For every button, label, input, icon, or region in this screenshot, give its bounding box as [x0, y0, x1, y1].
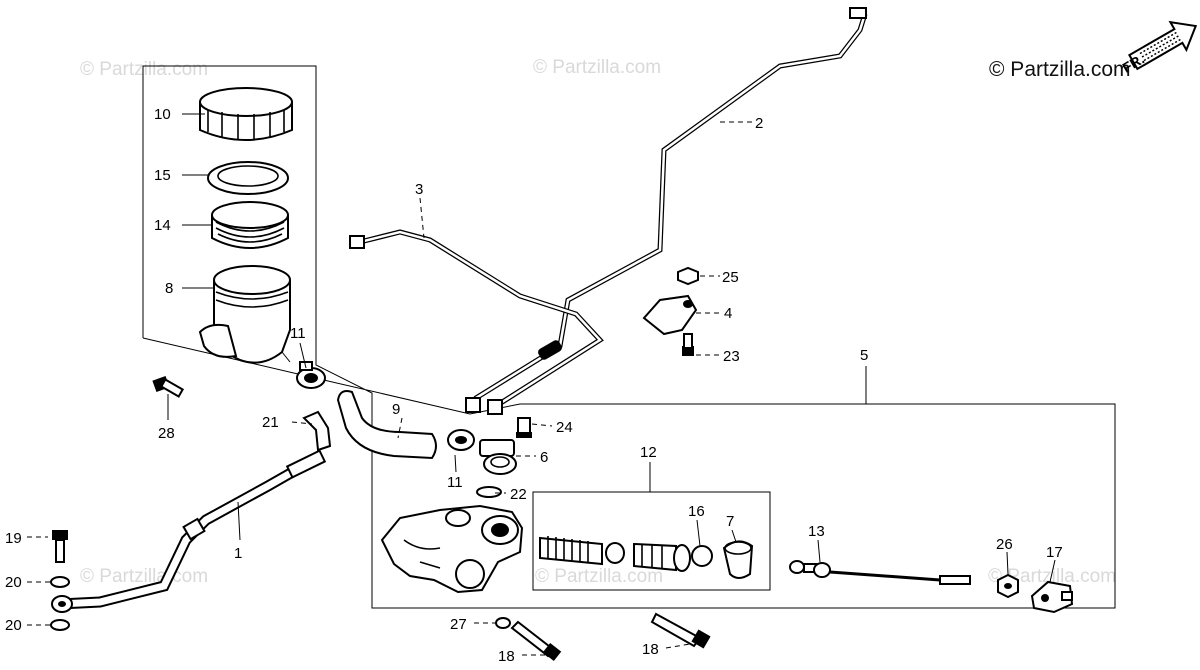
part-label-18-left[interactable]: 18: [498, 648, 515, 665]
part-label-19[interactable]: 19: [5, 530, 22, 547]
bleeder-screw: [516, 417, 532, 438]
part-label-3[interactable]: 3: [415, 181, 423, 198]
o-ring: [476, 486, 502, 498]
part-label-1[interactable]: 1: [234, 545, 242, 562]
hose-clamp-upper: [296, 361, 326, 389]
push-rod-joint: [1030, 580, 1074, 614]
pipe-fitting: [349, 235, 365, 249]
pipe-fitting: [487, 399, 503, 415]
part-label-8[interactable]: 8: [165, 280, 173, 297]
part-label-18-right[interactable]: 18: [642, 641, 659, 658]
part-label-2[interactable]: 2: [755, 115, 763, 132]
master-cylinder-body: [380, 504, 524, 594]
diaphragm-plate: [207, 161, 289, 195]
front-direction-arrow: FR.: [1119, 20, 1198, 76]
watermark: © Partzilla.com: [80, 59, 208, 80]
part-label-7[interactable]: 7: [726, 513, 734, 530]
piston-kit-box: [532, 491, 771, 591]
pipe-fitting: [849, 7, 867, 19]
reservoir: [198, 265, 291, 364]
part-label-23[interactable]: 23: [723, 348, 740, 365]
leader-lines: [27, 113, 1056, 656]
part-label-26[interactable]: 26: [996, 536, 1013, 553]
part-label-11-upper[interactable]: 11: [290, 325, 306, 342]
mounting-bolt: [152, 375, 185, 398]
bolt-left: [510, 620, 562, 662]
sealing-washer-upper: [50, 576, 70, 588]
part-label-15[interactable]: 15: [154, 167, 171, 184]
pipe-grommet: [538, 340, 562, 360]
lock-nut: [997, 573, 1019, 599]
clamp-nut: [677, 266, 699, 286]
watermark: © Partzilla.com: [988, 566, 1116, 587]
part-label-20-lower[interactable]: 20: [5, 617, 22, 634]
reservoir-group-outline: [142, 65, 1116, 609]
part-label-9[interactable]: 9: [392, 401, 400, 418]
part-label-27[interactable]: 27: [450, 616, 467, 633]
pipe-fitting: [465, 397, 481, 413]
bolt-right: [650, 612, 711, 649]
part-label-13[interactable]: 13: [808, 523, 825, 540]
hose-joint: [479, 439, 517, 475]
hose-clamp-lower: [447, 429, 475, 451]
piston-boot: [722, 540, 754, 579]
watermark: © Partzilla.com: [535, 566, 663, 587]
part-label-4[interactable]: 4: [724, 305, 732, 322]
part-label-10[interactable]: 10: [154, 106, 171, 123]
diaphragm: [211, 201, 289, 249]
part-label-6[interactable]: 6: [540, 449, 548, 466]
part-label-17[interactable]: 17: [1046, 544, 1063, 561]
pipe-clamp: [642, 294, 698, 336]
washer: [495, 617, 511, 629]
part-label-11-lower[interactable]: 11: [447, 474, 463, 491]
part-label-20-upper[interactable]: 20: [5, 574, 22, 591]
clutch-hose: [51, 449, 327, 613]
copyright-text: © Partzilla.com: [989, 58, 1131, 81]
watermark: © Partzilla.com: [80, 566, 208, 587]
circlip: [691, 545, 713, 567]
watermark: © Partzilla.com: [533, 57, 661, 78]
sealing-washer-lower: [50, 619, 70, 631]
clamp-bolt: [682, 333, 694, 356]
reservoir-cap: [199, 87, 293, 141]
part-label-12[interactable]: 12: [640, 444, 657, 461]
clutch-pipe-long: [467, 13, 868, 413]
part-label-14[interactable]: 14: [154, 217, 171, 234]
part-label-22[interactable]: 22: [510, 486, 527, 503]
part-label-21[interactable]: 21: [262, 414, 279, 431]
banjo-bolt: [52, 530, 68, 563]
piston-kit: [539, 536, 691, 572]
part-label-5[interactable]: 5: [860, 347, 868, 364]
part-label-25[interactable]: 25: [722, 269, 739, 286]
reservoir-hose: [336, 390, 437, 460]
part-label-16[interactable]: 16: [688, 503, 705, 520]
push-rod: [789, 560, 971, 585]
hose-stay: [302, 410, 332, 452]
part-label-28[interactable]: 28: [158, 425, 175, 442]
part-label-24[interactable]: 24: [556, 419, 573, 436]
